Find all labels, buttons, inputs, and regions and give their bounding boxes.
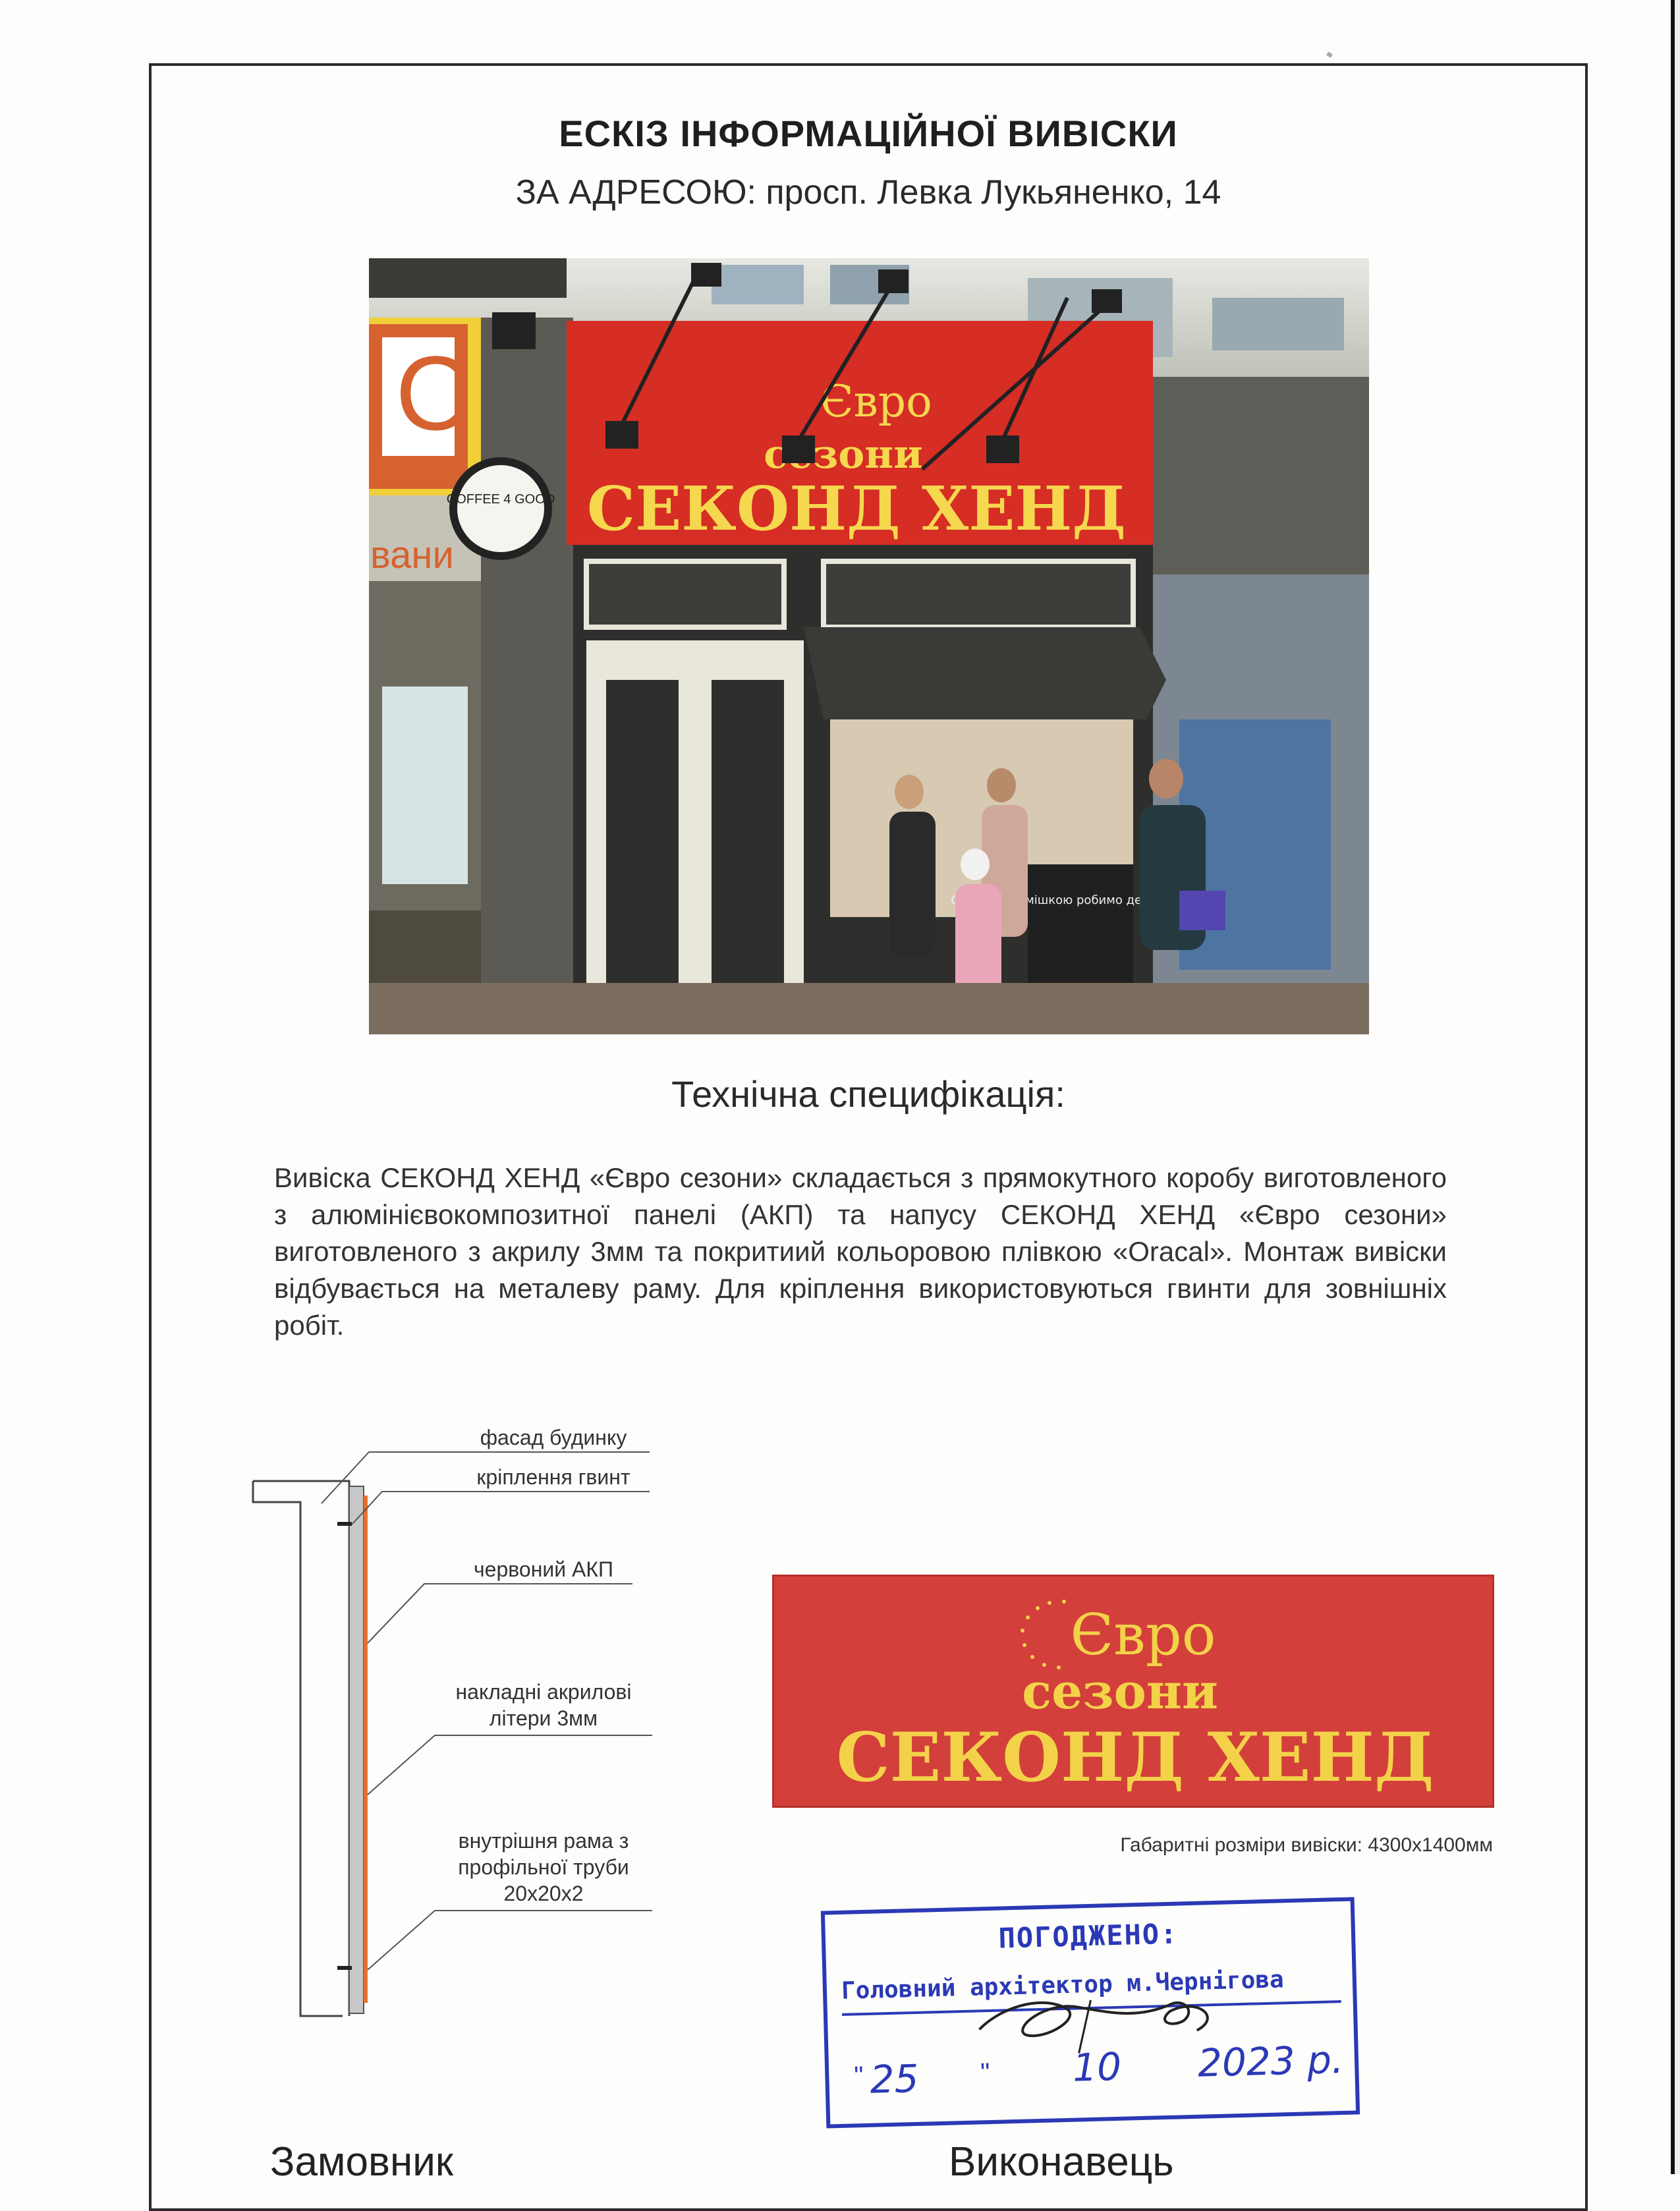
sign-mockup: Євро сезони СЕКОНД ХЕНД	[772, 1575, 1494, 1808]
photo-sign-line1: Євро	[820, 376, 932, 427]
mockup-line2: сезони	[1022, 1664, 1218, 1720]
label-screw: кріплення гвинт	[476, 1465, 630, 1489]
label-facade: фасад будинку	[480, 1426, 627, 1449]
document-address: ЗА АДРЕСОЮ: просп. Левка Лукьяненко, 14	[515, 173, 1221, 211]
round-sign-text: COFFEE 4 GOOD	[447, 492, 555, 507]
label-red-acp: червоний АКП	[474, 1557, 613, 1581]
contractor-label: Виконавець	[949, 2139, 1174, 2185]
customer-label: Замовник	[270, 2139, 453, 2185]
signature	[978, 2000, 1209, 2054]
section-drawing-lines	[252, 1451, 652, 2017]
mockup-line3: СЕКОНД ХЕНД	[836, 1718, 1434, 1797]
label-inner-frame: внутрішня рама з профільної труби 20х20х…	[458, 1829, 629, 1905]
label-acrylic-letters: накладні акрилові літери 3мм	[455, 1680, 632, 1730]
spec-heading: Технічна специфікація:	[671, 1073, 1065, 1115]
approval-stamp: ПОГОДЖЕНО: Головний архітектор м.Черніго…	[820, 1897, 1360, 2129]
scan-edge	[1667, 0, 1680, 2174]
scan-speck	[1326, 51, 1333, 58]
side-sign-text: вани	[370, 534, 454, 576]
mockup-line1: Євро	[1070, 1602, 1216, 1668]
mounting-section-drawing: фасад будинку кріплення гвинт червоний А…	[237, 1423, 685, 2029]
spec-text: Вивіска СЕКОНД ХЕНД «Євро сезони» склада…	[274, 1162, 1447, 1341]
sign-mockup-art: Євро сезони СЕКОНД ХЕНД	[836, 1600, 1434, 1797]
sign-dimensions: Габаритні розміри вивіски: 4300х1400мм	[1120, 1834, 1493, 1856]
photo-sign-line3: СЕКОНД ХЕНД	[587, 473, 1126, 544]
storefront-illustration: C вани Євро сезони СЕКОНД ХЕНД COFFEE 4 …	[369, 258, 1369, 1034]
document-title: ЕСКІЗ ІНФОРМАЦІЙНОЇ ВИВІСКИ	[559, 113, 1178, 154]
storefront-photo: C вани Євро сезони СЕКОНД ХЕНД COFFEE 4 …	[369, 258, 1369, 1034]
svg-text:C: C	[395, 334, 472, 452]
